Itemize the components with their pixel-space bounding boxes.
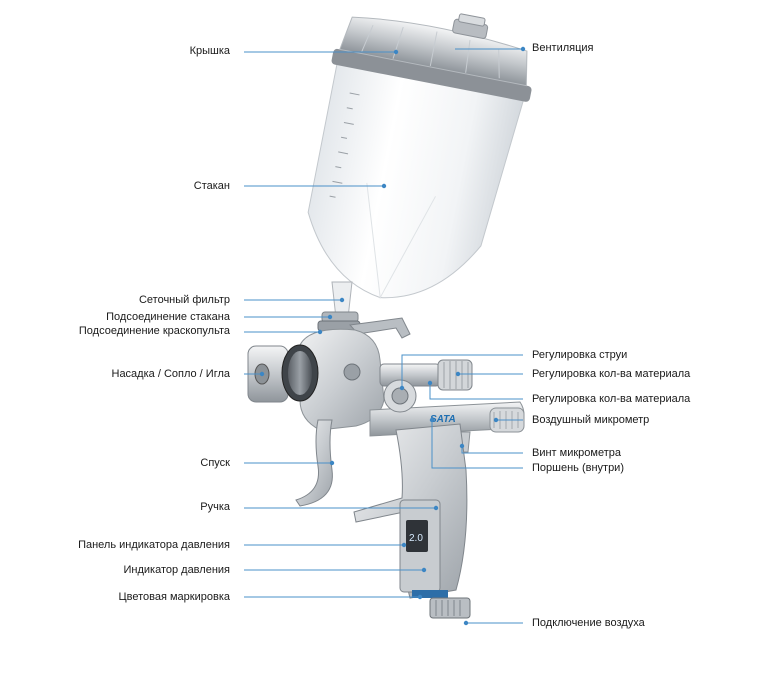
pressure-reading: 2.0 [409, 533, 423, 544]
label-nozzle: Насадка / Сопло / Игла [111, 368, 231, 380]
leader-dot-handle [433, 505, 439, 511]
label-vent: Вентиляция [532, 42, 594, 54]
label-air-connection: Подключение воздуха [532, 617, 645, 629]
leader-dot-pressure-indicator [421, 567, 427, 573]
leader-dot-material-adjust-2 [427, 380, 433, 386]
leader-dot-mesh-filter [339, 297, 345, 303]
leader-dot-color-coding [417, 594, 423, 600]
leader-dot-lid [393, 49, 399, 55]
cup [307, 13, 532, 300]
leader-dot-cup-connection [327, 314, 333, 320]
adjusters [379, 359, 473, 413]
cup-neck [317, 281, 361, 332]
leader-dot-cup [381, 183, 387, 189]
label-material-adjust-1: Регулировка кол-ва материала [532, 368, 691, 380]
lid-seal [331, 48, 532, 102]
leader-dot-material-adjust-1 [455, 371, 461, 377]
leader-spray-adjust [401, 354, 523, 388]
leader-dot-vent [520, 46, 526, 52]
label-material-adjust-2: Регулировка кол-ва материала [532, 393, 691, 405]
handle: 2.0 [353, 423, 471, 619]
leader-piston [431, 420, 523, 469]
leader-dot-air-connection [463, 620, 469, 626]
label-cup: Стакан [193, 180, 230, 192]
leader-dot-spray-adjust [399, 385, 405, 391]
label-gun-connection: Подсоединение краскопульта [78, 325, 230, 337]
leader-dot-trigger [329, 460, 335, 466]
label-color-coding: Цветовая маркировка [118, 591, 231, 603]
label-cup-connection: Подсоединение стакана [106, 311, 230, 323]
leader-dot-nozzle [259, 371, 265, 377]
leader-dot-micrometer-screw [459, 443, 465, 449]
trigger [295, 419, 333, 507]
label-handle: Ручка [200, 501, 230, 513]
leader-dot-pressure-panel [401, 542, 407, 548]
label-air-micrometer: Воздушный микрометр [532, 414, 650, 426]
brand-mark: SATA [430, 414, 456, 425]
label-piston: Поршень (внутри) [532, 462, 624, 474]
label-micrometer-screw: Винт микрометра [532, 447, 621, 459]
leader-dot-piston [429, 417, 435, 423]
leader-lines [244, 46, 526, 626]
color-code-ring [412, 590, 448, 598]
leader-dot-gun-connection [317, 329, 323, 335]
leader-dot-air-micrometer [493, 417, 499, 423]
label-pressure-indicator: Индикатор давления [123, 564, 230, 576]
leader-material-adjust-2 [429, 383, 523, 400]
label-mesh-filter: Сеточный фильтр [138, 294, 230, 306]
label-spray-adjust: Регулировка струи [532, 349, 628, 361]
cup-scale [329, 92, 360, 198]
pressure-display [406, 520, 428, 552]
label-lid: Крышка [189, 45, 230, 57]
label-trigger: Спуск [200, 457, 230, 469]
label-pressure-panel: Панель индикатора давления [78, 539, 230, 551]
leader-micrometer-screw [461, 446, 523, 454]
